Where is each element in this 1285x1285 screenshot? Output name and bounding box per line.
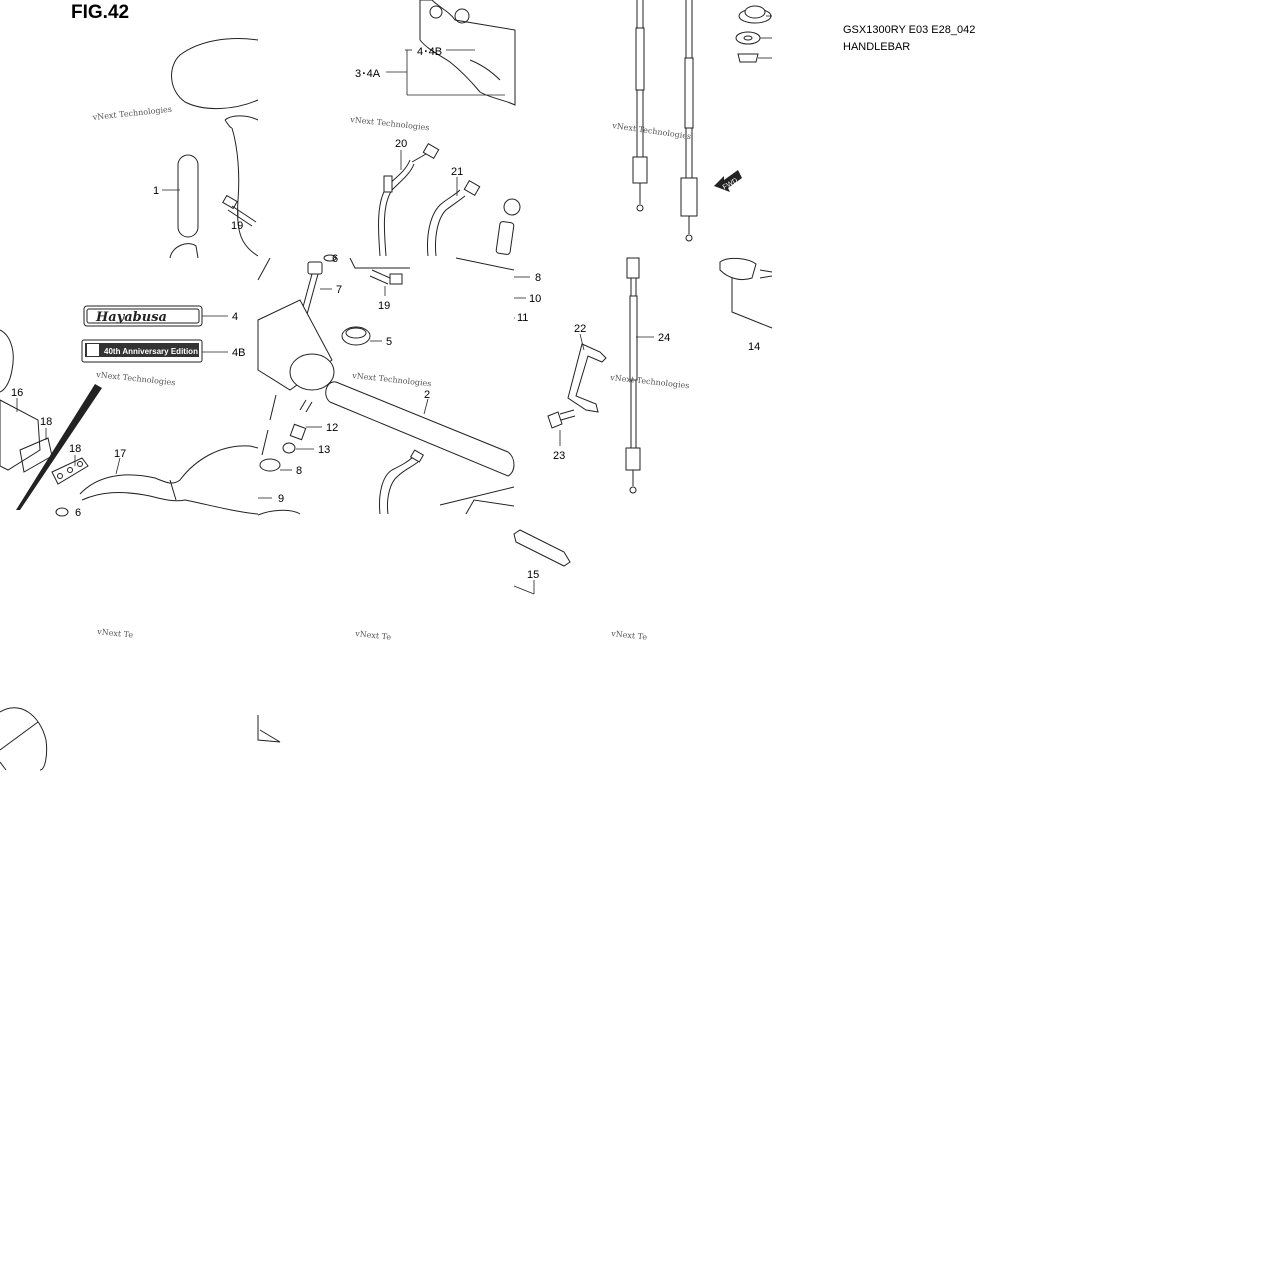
callout-3-4a: 3･4A bbox=[355, 68, 381, 80]
callout-1: 1 bbox=[153, 185, 159, 197]
callout-4b: 4B bbox=[232, 347, 245, 359]
callout-5: 5 bbox=[386, 336, 392, 348]
model-code: GSX1300RY E03 E28_042 bbox=[843, 24, 976, 36]
svg-text:FWD: FWD bbox=[722, 177, 739, 191]
callout-23: 23 bbox=[553, 450, 565, 462]
callout-21: 21 bbox=[451, 166, 463, 178]
throttle-cable-left bbox=[632, 0, 648, 212]
callout-22: 22 bbox=[574, 323, 586, 335]
bolt-19 bbox=[369, 269, 403, 285]
tile-middle-right: 24 22 23 14 vNext Technologies bbox=[547, 257, 773, 494]
watermark-top-left: vNext Technologies bbox=[91, 105, 172, 122]
callout-4: 4 bbox=[232, 311, 238, 323]
watermark-bottom-right: vNext Te bbox=[610, 629, 648, 642]
callout-18-right: 18 bbox=[69, 443, 81, 455]
svg-text:vNext Technologies: vNext Technologies bbox=[349, 115, 430, 132]
callout-14: 14 bbox=[748, 341, 760, 353]
tile-bottom-row: vNext Te vNext Te vNext Te bbox=[0, 627, 648, 771]
turn-signal-14 bbox=[719, 257, 773, 329]
callout-11: 11 bbox=[517, 312, 528, 324]
callout-2: 2 bbox=[424, 389, 430, 401]
callout-8-top: 8 bbox=[535, 272, 541, 284]
section-title: HANDLEBAR bbox=[843, 41, 911, 53]
callout-12: 12 bbox=[326, 422, 338, 434]
mirror-17 bbox=[79, 445, 259, 515]
svg-text:Hayabusa: Hayabusa bbox=[95, 310, 167, 325]
cap-5 bbox=[341, 326, 371, 346]
mount-plate-18 bbox=[51, 457, 89, 485]
callout-15: 15 bbox=[527, 569, 539, 581]
callout-6-left: 6 bbox=[75, 507, 81, 519]
callout-9: 9 bbox=[278, 493, 284, 505]
bracket-22 bbox=[567, 343, 607, 413]
callout-16: 16 bbox=[11, 387, 23, 399]
callout-13: 13 bbox=[318, 444, 330, 456]
svg-text:vNext Technologies: vNext Technologies bbox=[351, 371, 432, 388]
mirror-housing bbox=[171, 38, 259, 110]
tile-top-left: 1 19 bbox=[153, 38, 259, 259]
tile-top-right: FWD vNext Technologies bbox=[611, 0, 772, 242]
callout-10: 10 bbox=[529, 293, 541, 305]
watermark-bottom-center: vNext Te bbox=[354, 629, 392, 642]
bolt-12 bbox=[289, 399, 313, 441]
handle-clamp bbox=[257, 299, 335, 391]
antenna-rod bbox=[16, 384, 102, 510]
callout-24: 24 bbox=[658, 332, 670, 344]
callout-6-center: 6 bbox=[332, 253, 338, 265]
watermark-top-middle: vNext Technologies bbox=[349, 115, 430, 132]
tile-center: 6 7 19 8 10 11 5 bbox=[257, 253, 541, 516]
callout-17: 17 bbox=[114, 448, 126, 460]
clutch-cable-lower bbox=[379, 449, 425, 515]
svg-text:40th Anniversary Edition: 40th Anniversary Edition bbox=[104, 347, 198, 356]
fwd-arrow-icon: FWD bbox=[714, 170, 742, 192]
callout-20: 20 bbox=[395, 138, 407, 150]
collar-part bbox=[495, 221, 515, 255]
watermark-middle-left: vNext Technologies bbox=[95, 370, 176, 387]
anniversary-emblem: 40th Anniversary Edition bbox=[81, 339, 203, 363]
svg-text:vNext Technologies: vNext Technologies bbox=[611, 121, 692, 141]
handlebar-2 bbox=[325, 381, 515, 477]
steering-stem-bracket bbox=[419, 0, 516, 106]
tile-top-middle: 4･4B 3･4A 20 21 bbox=[355, 0, 521, 257]
tile-middle-left: Hayabusa 4 40th Anniversary Edition 4B 1… bbox=[0, 305, 259, 519]
cable-24 bbox=[625, 257, 641, 494]
callout-7: 7 bbox=[336, 284, 342, 296]
cable-21 bbox=[427, 179, 481, 257]
washer-stack bbox=[735, 5, 772, 63]
watermark-center: vNext Technologies bbox=[351, 371, 432, 388]
callout-8-bottom: 8 bbox=[296, 465, 302, 477]
tile-bolt-15: 15 bbox=[513, 529, 571, 595]
bolt-23 bbox=[547, 409, 576, 429]
svg-text:vNext Technologies: vNext Technologies bbox=[609, 373, 690, 390]
callout-18-left: 18 bbox=[40, 416, 52, 428]
turn-signal-16 bbox=[0, 399, 53, 473]
throttle-cable-right bbox=[680, 0, 698, 242]
watermark-middle-right: vNext Technologies bbox=[609, 373, 690, 390]
callout-19-top: 19 bbox=[231, 220, 243, 232]
callout-19-center: 19 bbox=[378, 300, 390, 312]
nut-13 bbox=[282, 442, 296, 454]
hayabusa-emblem: Hayabusa bbox=[83, 305, 203, 327]
callout-4-4b-top: 4･4B bbox=[417, 46, 442, 58]
svg-text:vNext Technologies: vNext Technologies bbox=[95, 370, 176, 387]
bolt-part bbox=[222, 194, 257, 227]
handlebar-grip bbox=[177, 154, 199, 238]
watermark-top-right: vNext Technologies bbox=[611, 121, 692, 141]
watermark-bottom-left: vNext Te bbox=[96, 627, 134, 640]
cable-20 bbox=[378, 142, 440, 257]
figure-title: FIG.42 bbox=[71, 2, 130, 23]
svg-text:vNext Technologies: vNext Technologies bbox=[91, 105, 172, 122]
